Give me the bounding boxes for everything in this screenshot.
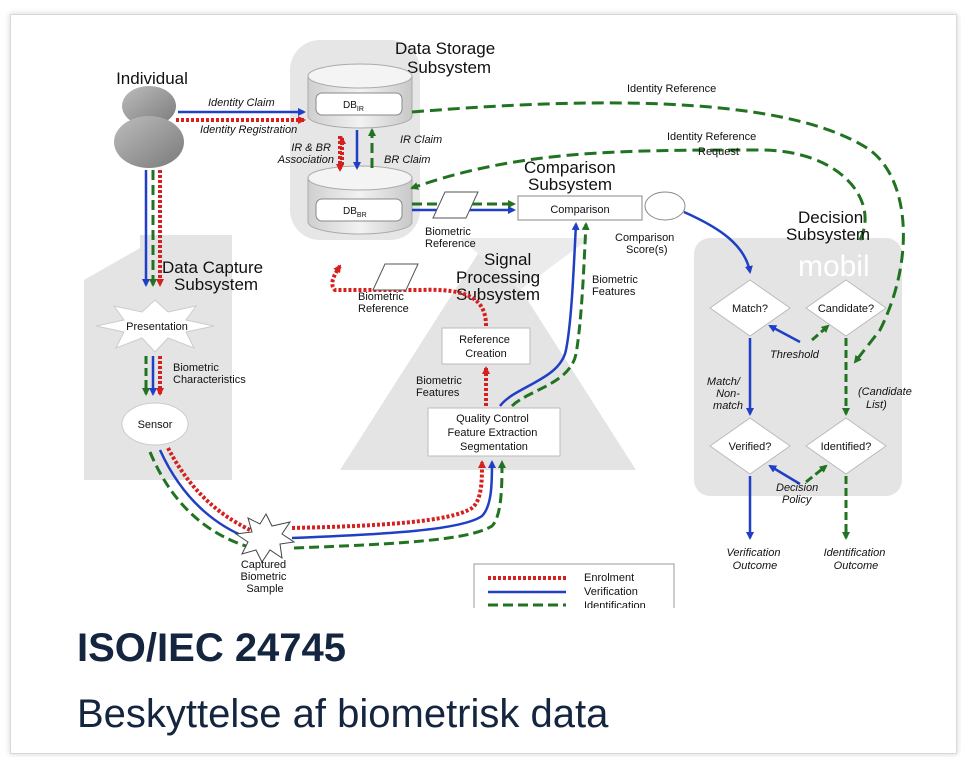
identity-claim-label: Identity Claim	[208, 97, 275, 109]
ir-br-association-label: IR & BR Association	[277, 142, 334, 166]
verified-diamond	[709, 417, 791, 475]
quality-control-box	[427, 407, 561, 457]
sensor-ellipse	[121, 402, 189, 446]
db-ir-label: DBIR	[343, 100, 364, 113]
individual-label: Individual	[116, 69, 188, 88]
br-claim-label: BR Claim	[384, 154, 430, 166]
biometric-reference-parallelogram-bottom	[372, 263, 419, 291]
sensor-label: Sensor	[138, 419, 173, 431]
biometric-reference-top-label: Biometric Reference	[425, 226, 476, 250]
comparison-box-label: Comparison	[550, 204, 609, 216]
match-label: Match?	[732, 303, 768, 315]
captured-sample-starburst	[234, 512, 296, 563]
verification-outcome-label: Verification Outcome	[726, 547, 783, 572]
legend: Enrolment Verification Identification	[473, 563, 675, 612]
threshold-label: Threshold	[770, 349, 820, 361]
match-diamond	[709, 279, 791, 337]
captured-sample-label: Captured Biometric Sample	[241, 559, 290, 595]
slide-subtitle: Beskyttelse af biometrisk data	[77, 692, 609, 736]
decision-policy-label: Decision Policy	[776, 482, 821, 506]
individual-icon	[114, 86, 184, 168]
reference-creation-box	[441, 327, 531, 365]
legend-verification: Verification	[584, 586, 638, 598]
presentation-label: Presentation	[126, 321, 188, 333]
identified-label: Identified?	[821, 441, 872, 453]
identification-outcome-label: Identification Outcome	[824, 547, 889, 572]
signal-processing-title: Signal Processing Subsystem	[456, 250, 545, 304]
quality-control-label: Quality Control Feature Extraction Segme…	[448, 413, 541, 453]
comparison-box	[517, 195, 643, 221]
candidate-label: Candidate?	[818, 303, 874, 315]
match-nonmatch-label: Match/ Non- match	[707, 376, 743, 412]
comparison-scores-label: Comparison Score(s)	[615, 232, 677, 256]
identity-registration-label: Identity Registration	[200, 124, 297, 136]
reference-creation-label: Reference Creation	[459, 334, 513, 360]
biometric-features-right-label: Biometric Features	[592, 274, 641, 298]
ir-claim-label: IR Claim	[400, 134, 442, 146]
comparison-bg	[460, 238, 590, 290]
legend-enrolment: Enrolment	[584, 572, 634, 584]
biometric-characteristics-label: Biometric Characteristics	[173, 362, 246, 386]
comparison-title: Comparison Subsystem	[524, 158, 620, 194]
identified-diamond	[805, 417, 887, 475]
identity-reference-request-label: Identity Reference Request	[667, 131, 759, 158]
biometric-reference-bottom-label: Biometric Reference	[358, 291, 409, 315]
overlay-text: mobil	[798, 250, 870, 283]
caption-area	[11, 608, 954, 751]
data-storage-title: Data Storage Subsystem	[395, 39, 500, 77]
candidate-diamond	[805, 279, 887, 337]
decision-title: Decision Subsystem	[786, 208, 870, 244]
db-br-label: DBBR	[343, 206, 367, 219]
biometric-features-left-label: Biometric Features	[416, 375, 465, 399]
db-ir-cylinder	[307, 63, 413, 129]
comparison-circle	[644, 191, 686, 221]
candidate-list-label: (Candidate List)	[858, 386, 915, 411]
presentation-starburst	[95, 299, 215, 353]
db-br-cylinder	[307, 165, 413, 235]
data-capture-title: Data Capture Subsystem	[162, 258, 268, 294]
verified-label: Verified?	[729, 441, 772, 453]
biometric-reference-parallelogram-top	[432, 191, 479, 219]
slide-title: ISO/IEC 24745	[77, 626, 347, 670]
identity-reference-label: Identity Reference	[627, 83, 716, 95]
